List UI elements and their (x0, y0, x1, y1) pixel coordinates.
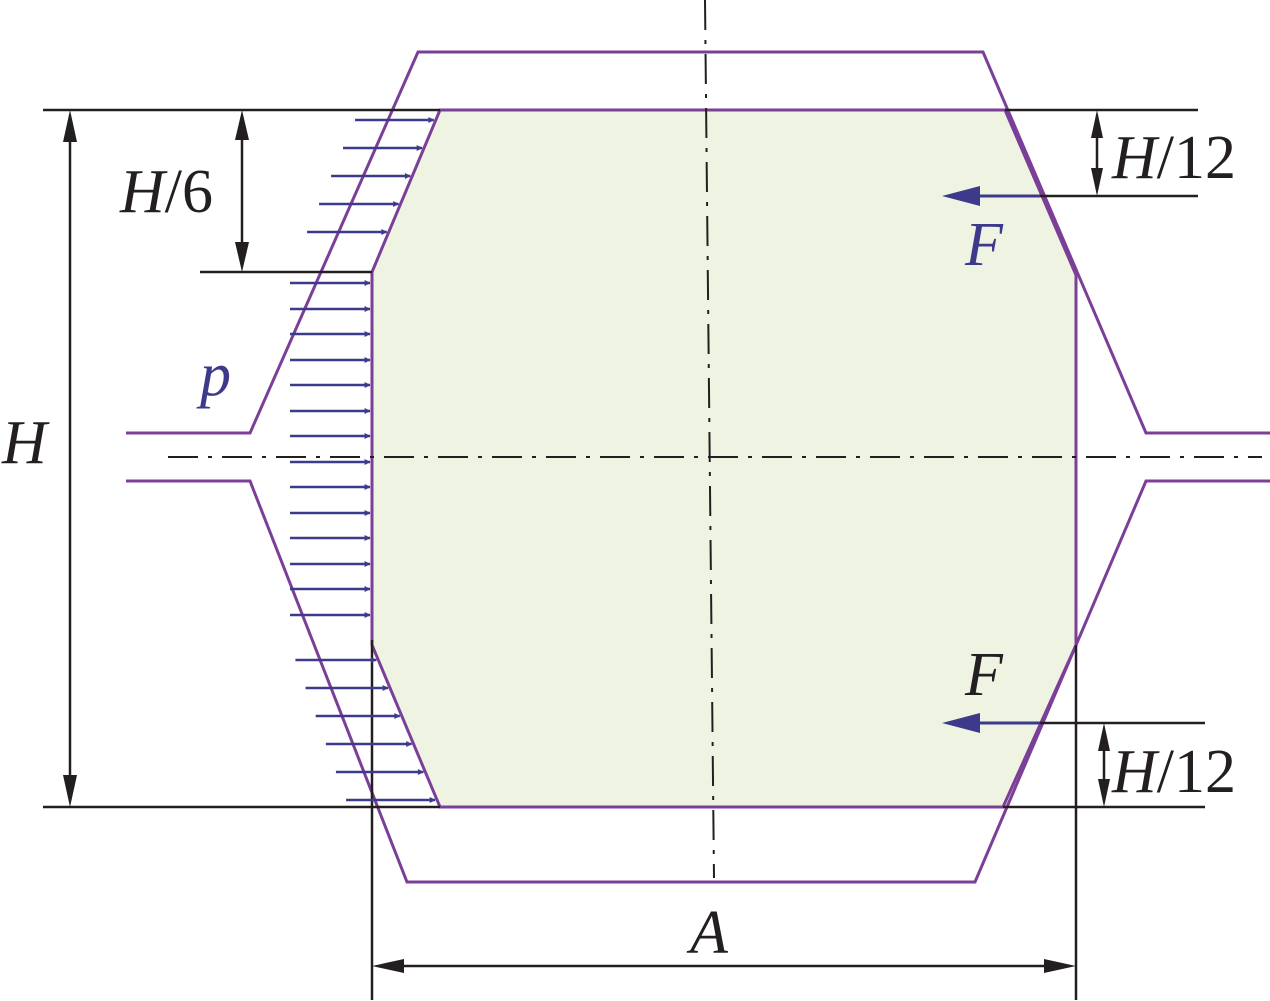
pressure-label: p (196, 341, 231, 409)
top-chamfer-label: H/6 (119, 158, 213, 226)
force-arrowhead-top (942, 186, 980, 206)
vertical-centerline (704, 0, 715, 879)
outer-outline-top (126, 50, 1270, 435)
force-label-bottom: F (964, 641, 1004, 709)
right-top-den: /12 (1157, 124, 1236, 192)
width-label: A (686, 899, 729, 967)
right-top-offset-label: H/12 (1111, 124, 1236, 192)
outer-outline-bottom (126, 479, 1270, 884)
force-label-top: F (964, 211, 1004, 279)
right-top-var: H (1111, 124, 1160, 192)
right-bottom-offset-label: H/12 (1111, 738, 1236, 806)
right-bottom-var: H (1111, 738, 1160, 806)
right-bottom-den: /12 (1157, 738, 1236, 806)
top-chamfer-den: /6 (165, 158, 213, 226)
pressure-load-arrows (290, 117, 436, 803)
dimension-arrowheads (63, 110, 1110, 973)
top-chamfer-var: H (119, 158, 168, 226)
height-label: H (1, 409, 50, 477)
force-arrowhead-bottom (942, 713, 980, 733)
